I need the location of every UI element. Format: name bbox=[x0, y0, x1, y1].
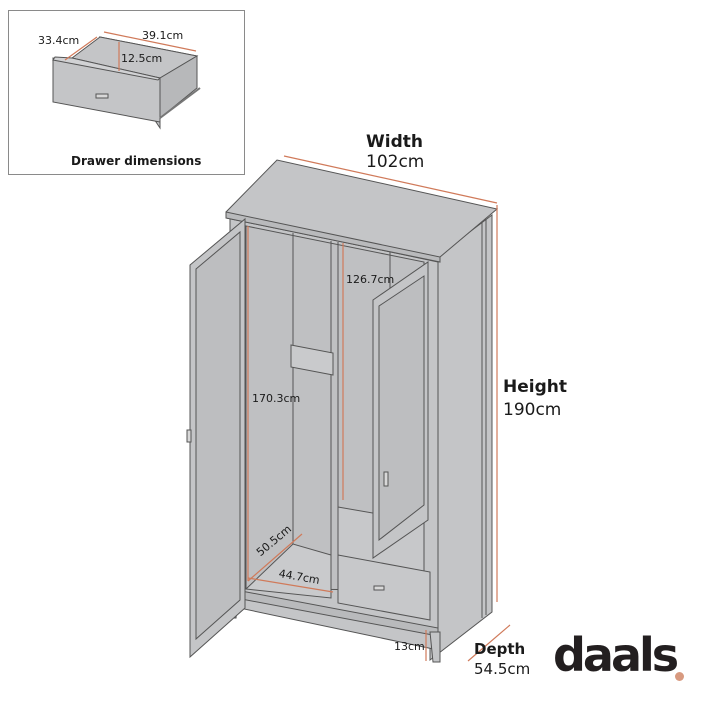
height-value: 190cm bbox=[503, 400, 562, 420]
logo-dot bbox=[675, 672, 684, 681]
right-interior-height-label: 126.7cm bbox=[346, 273, 395, 286]
drawer-depth-label: 33.4cm bbox=[38, 34, 80, 47]
depth-value: 54.5cm bbox=[474, 660, 531, 678]
leg-height-label: 13cm bbox=[394, 640, 425, 653]
drawer-caption: Drawer dimensions bbox=[71, 154, 202, 168]
width-title: Width bbox=[366, 132, 423, 152]
drawer-inset-frame bbox=[8, 10, 245, 175]
dimension-lines bbox=[247, 155, 511, 662]
wardrobe-body bbox=[186, 159, 499, 663]
drawer-illustration bbox=[52, 36, 201, 130]
left-interior-height-label: 170.3cm bbox=[252, 392, 301, 405]
depth-title: Depth bbox=[474, 640, 526, 658]
width-value: 102cm bbox=[366, 152, 425, 172]
drawer-width-label: 39.1cm bbox=[142, 29, 184, 42]
daals-logo: daals bbox=[553, 628, 679, 682]
height-title: Height bbox=[503, 377, 567, 397]
drawer-height-label: 12.5cm bbox=[121, 52, 163, 65]
